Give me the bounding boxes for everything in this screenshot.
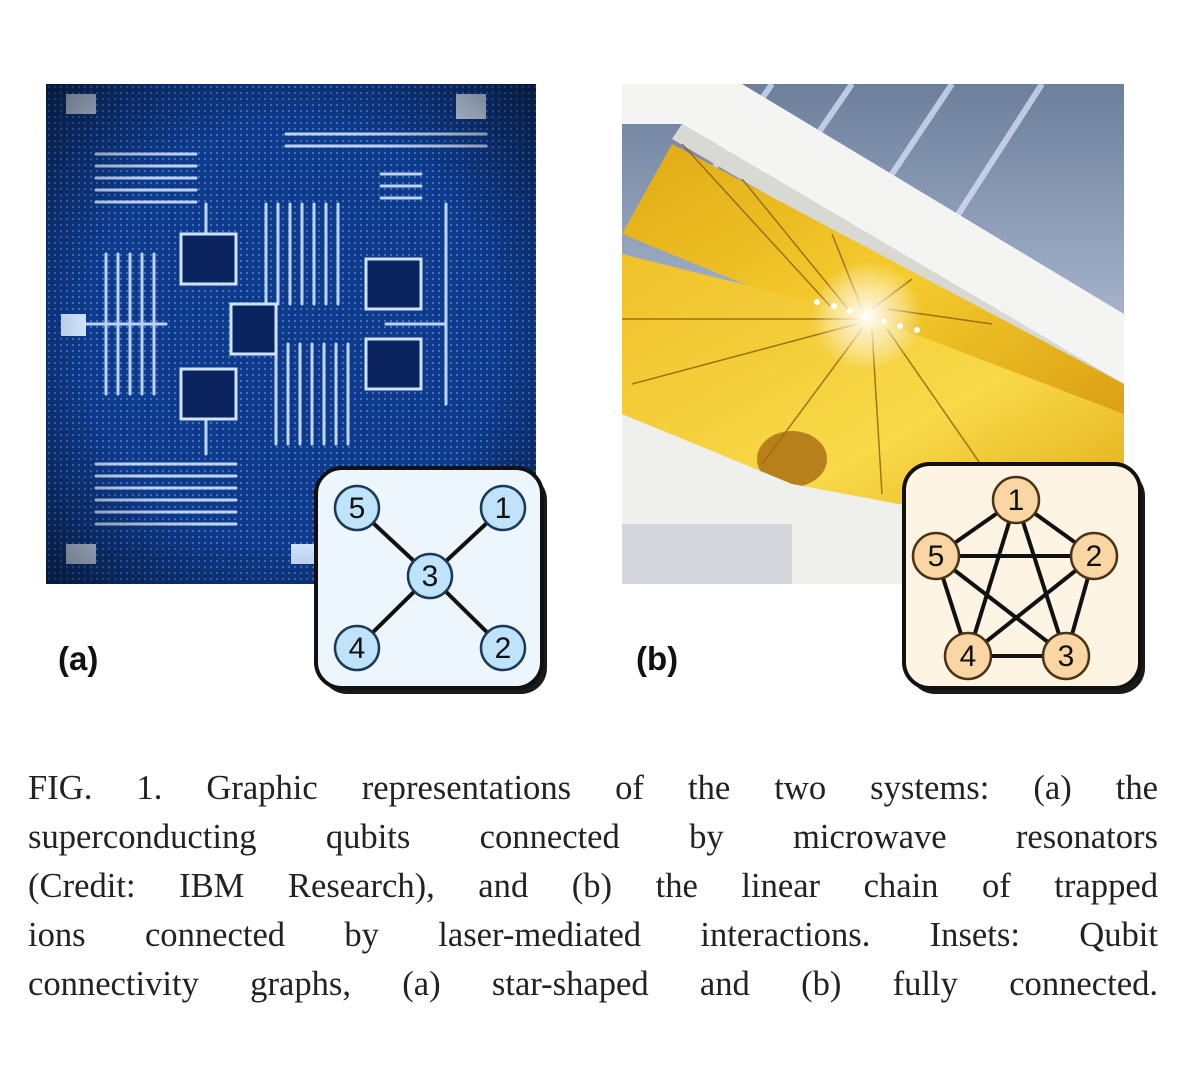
qubit-node (479, 484, 527, 532)
qubit-node-label: 1 (1008, 484, 1025, 517)
qubit-node (911, 531, 961, 581)
caption-line: ions connected by laser-mediated interac… (28, 916, 1158, 954)
qubit-node-label: 4 (349, 632, 366, 665)
qubit-node (943, 631, 993, 681)
qubit-node-label: 5 (928, 540, 945, 573)
caption-line: connectivity graphs, (a) star-shaped and… (28, 965, 1158, 1003)
inset-frame (902, 462, 1142, 690)
qubit-node-label: 3 (1058, 640, 1075, 673)
qubit-node (479, 624, 527, 672)
graph-edge (966, 554, 1096, 658)
caption-line: FIG. 1. Graphic representations of the t… (28, 769, 1158, 807)
caption-line: (Credit: IBM Research), and (b) the line… (28, 867, 1158, 905)
panel-b-label: (b) (636, 640, 679, 677)
qubit-node-label: 3 (422, 560, 439, 593)
qubit-node-label: 4 (960, 640, 977, 673)
qubit-node (991, 475, 1041, 525)
panel-a-label: (a) (58, 640, 99, 677)
qubit-node-label: 2 (495, 632, 512, 665)
qubit-node (333, 484, 381, 532)
graph-edge (934, 554, 1068, 658)
superconducting-chip-image (46, 84, 536, 584)
star-connectivity-graph: 1 2 3 4 5 (310, 462, 554, 700)
fully-connected-graph: 1 2 3 4 5 (898, 458, 1154, 702)
qubit-node (1041, 631, 1091, 681)
qubit-node-label: 2 (1086, 540, 1103, 573)
qubit-node (333, 624, 381, 672)
qubit-node (406, 552, 454, 600)
caption-line: superconducting qubits connected by micr… (28, 818, 1158, 856)
qubit-node (1069, 531, 1119, 581)
qubit-node-label: 1 (495, 492, 512, 525)
graph-edge (966, 499, 1018, 657)
qubit-node-label: 5 (349, 492, 366, 525)
graph-edge (1014, 499, 1068, 657)
figure-caption: FIG. 1. Graphic representations of the t… (28, 764, 1158, 1009)
